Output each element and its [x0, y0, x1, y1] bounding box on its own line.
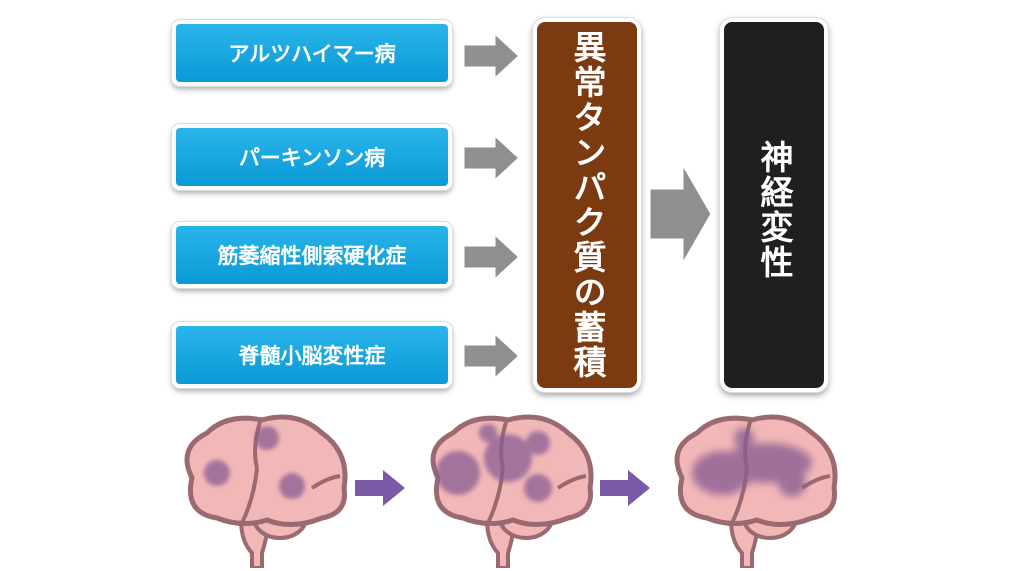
gray-arrow-icon — [461, 130, 523, 186]
purple-arrow-icon — [600, 470, 650, 506]
disease-label: パーキンソン病 — [238, 146, 386, 170]
large-gray-arrow-icon — [647, 158, 714, 270]
accumulation-label: 異常タンパク質の蓄積 — [568, 30, 607, 380]
purple-arrow-icon — [355, 470, 405, 506]
brain-advanced-stage-icon — [674, 414, 838, 568]
disease-box-alzheimers: アルツハイマー病 — [172, 20, 452, 86]
gray-arrow-icon — [461, 229, 523, 285]
gray-arrow-icon — [461, 28, 523, 84]
disease-label: 筋萎縮性側索硬化症 — [217, 244, 407, 268]
protein-accumulation-box: 異常タンパク質の蓄積 — [533, 18, 641, 392]
disease-box-scd: 脊髄小脳変性症 — [172, 322, 452, 388]
degeneration-label: 神経変性 — [755, 140, 794, 280]
brain-early-stage-icon — [184, 414, 348, 568]
brain-middle-stage-icon — [430, 414, 594, 568]
gray-arrow-icon — [461, 328, 523, 384]
disease-label: 脊髄小脳変性症 — [238, 344, 386, 368]
neurodegeneration-box: 神経変性 — [720, 18, 828, 392]
disease-label: アルツハイマー病 — [228, 42, 396, 66]
disease-box-parkinsons: パーキンソン病 — [172, 124, 452, 190]
disease-box-als: 筋萎縮性側索硬化症 — [172, 222, 452, 288]
